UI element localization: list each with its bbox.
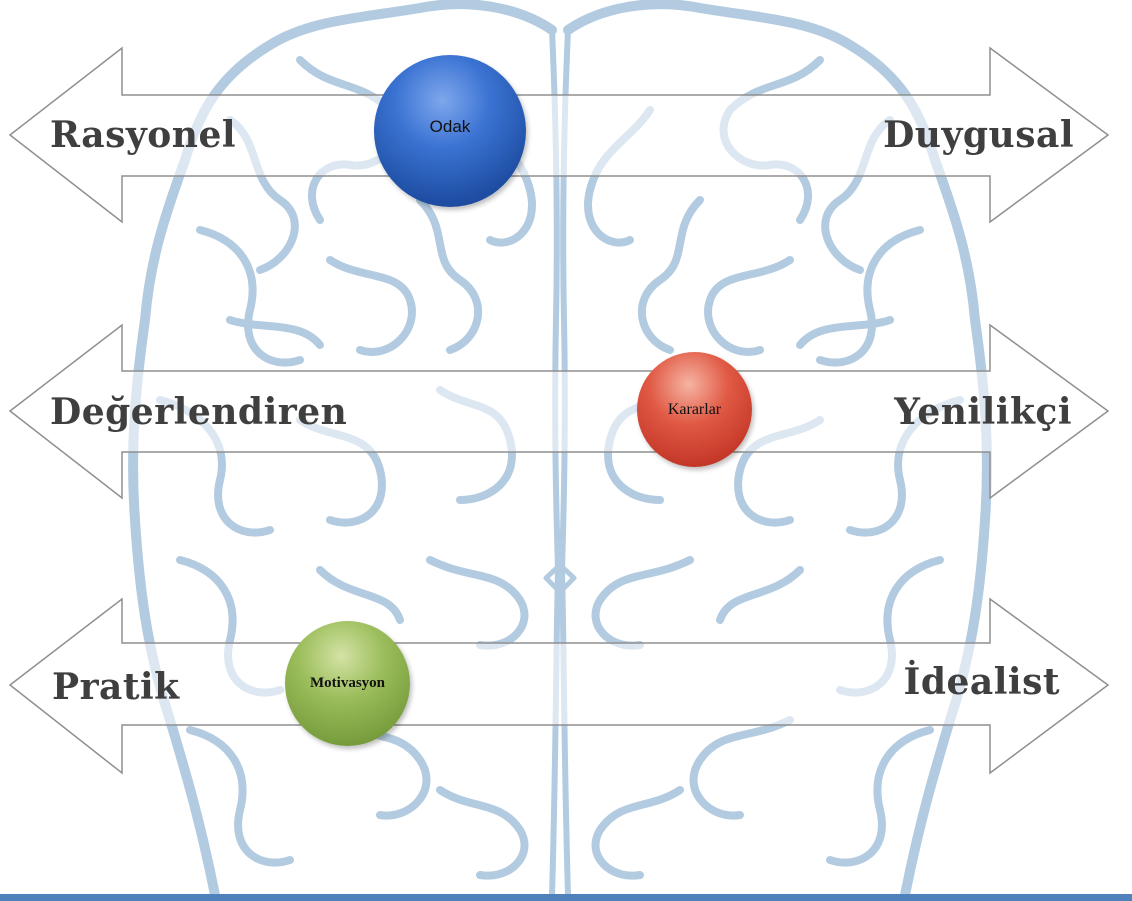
bubble-odak-label: Odak [430,118,471,137]
bubble-kararlar: Kararlar [637,352,752,467]
label-pratik: Pratik [52,669,180,705]
label-yenilikci: Yenilikçi [894,394,1072,430]
label-rasyonel: Rasyonel [50,117,236,153]
label-duygusal: Duygusal [883,117,1074,153]
label-idealist: İdealist [904,664,1061,700]
bubble-kararlar-label: Kararlar [668,401,721,419]
label-degerlendiren: Değerlendiren [50,394,347,430]
bubble-odak: Odak [374,55,526,207]
bubble-motivasyon-label: Motivasyon [310,675,385,692]
bubble-motivasyon: Motivasyon [285,621,410,746]
footer-bar [0,894,1132,901]
